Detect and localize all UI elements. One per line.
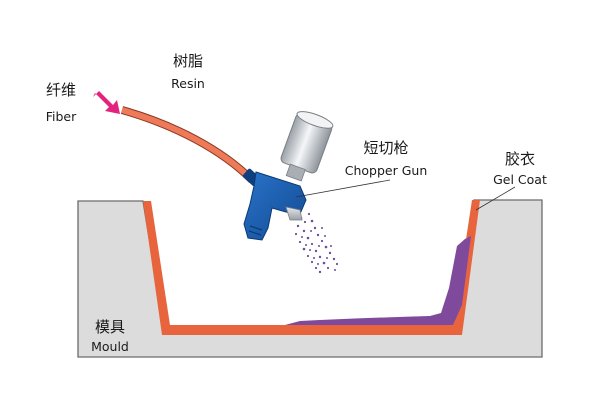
chopper-gun-leader bbox=[295, 179, 391, 198]
mould-label-en: Mould bbox=[91, 339, 129, 354]
fiber-arrow-icon bbox=[93, 91, 120, 114]
chopper-gun-label-en: Chopper Gun bbox=[345, 163, 428, 178]
fiber-label-zh: 纤维 bbox=[46, 81, 76, 99]
resin-label-zh: 树脂 bbox=[173, 52, 203, 70]
fiber-label-en: Fiber bbox=[46, 109, 77, 124]
laminate-layer bbox=[285, 236, 471, 325]
gel-coat-label-zh: 胶衣 bbox=[505, 150, 535, 168]
gel-coat-label-en: Gel Coat bbox=[493, 172, 547, 187]
spray-cone bbox=[294, 212, 339, 274]
gel-coat-leader bbox=[475, 186, 516, 211]
chopper-gun bbox=[242, 111, 334, 241]
resin-label-en: Resin bbox=[171, 76, 205, 91]
chopper-gun-label-zh: 短切枪 bbox=[363, 139, 408, 157]
mould-label-zh: 模具 bbox=[95, 318, 125, 336]
resin-hose bbox=[120, 106, 255, 183]
